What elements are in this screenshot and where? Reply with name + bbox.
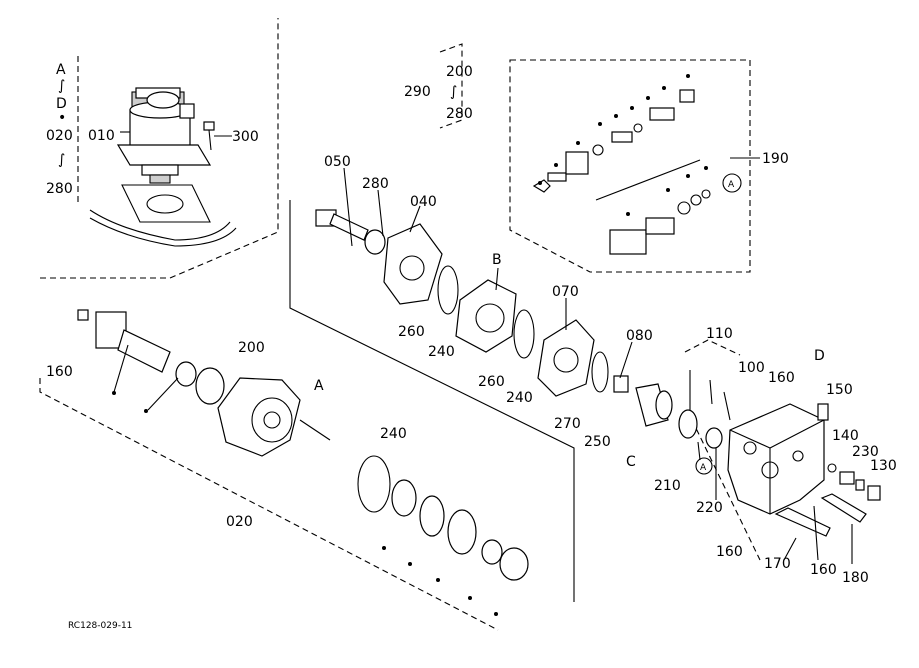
label-280-mid: 280 xyxy=(362,176,389,192)
label-290: 290 xyxy=(404,84,431,100)
label-270: 270 xyxy=(554,416,581,432)
label-240-low: 240 xyxy=(380,426,407,442)
label-100: 100 xyxy=(738,360,765,376)
assembly-inset xyxy=(40,18,279,279)
label-circled-a-mid: A xyxy=(700,463,707,473)
circled-a-mid-ring xyxy=(695,457,713,475)
label-180: 180 xyxy=(842,570,869,586)
label-b: B xyxy=(492,252,502,268)
label-200-to-280-tilde: ∫ xyxy=(450,84,457,100)
label-230: 230 xyxy=(852,444,879,460)
label-040: 040 xyxy=(410,194,437,210)
label-190: 190 xyxy=(762,151,789,167)
label-110: 110 xyxy=(706,326,733,342)
label-200-top: 200 xyxy=(446,64,473,80)
label-130: 130 xyxy=(870,458,897,474)
label-080: 080 xyxy=(626,328,653,344)
label-c: C xyxy=(626,454,636,470)
label-140: 140 xyxy=(832,428,859,444)
label-a-top: A xyxy=(56,62,66,78)
label-260-a: 260 xyxy=(398,324,425,340)
label-070: 070 xyxy=(552,284,579,300)
label-240-a: 240 xyxy=(428,344,455,360)
label-020-left: 020 xyxy=(46,128,73,144)
label-260-b: 260 xyxy=(478,374,505,390)
label-240-b: 240 xyxy=(506,390,533,406)
label-010: 010 xyxy=(88,128,115,144)
label-160-c: 160 xyxy=(810,562,837,578)
label-d-left: D xyxy=(56,96,67,112)
label-300: 300 xyxy=(232,129,259,145)
main-exploded-view xyxy=(39,74,881,631)
label-170: 170 xyxy=(764,556,791,572)
label-050: 050 xyxy=(324,154,351,170)
label-020-to-280-tilde: ∫ xyxy=(58,152,65,168)
label-160-a: 160 xyxy=(768,370,795,386)
label-220: 220 xyxy=(696,500,723,516)
label-bullet: • xyxy=(58,110,66,126)
label-210: 210 xyxy=(654,478,681,494)
drawing-code: RC128-029-11 xyxy=(68,621,132,631)
label-d: D xyxy=(814,348,825,364)
label-160-left: 160 xyxy=(46,364,73,380)
label-280-top: 280 xyxy=(446,106,473,122)
label-circled-a-right: A xyxy=(728,180,735,190)
label-280-left: 280 xyxy=(46,181,73,197)
label-160-b: 160 xyxy=(716,544,743,560)
label-250: 250 xyxy=(584,434,611,450)
valve-inset xyxy=(439,43,760,273)
motor-assembly xyxy=(116,87,212,184)
label-150: 150 xyxy=(826,382,853,398)
label-020-low: 020 xyxy=(226,514,253,530)
label-a-to-d-tilde: ∫ xyxy=(58,78,65,94)
label-a: A xyxy=(314,378,324,394)
label-200-mid: 200 xyxy=(238,340,265,356)
